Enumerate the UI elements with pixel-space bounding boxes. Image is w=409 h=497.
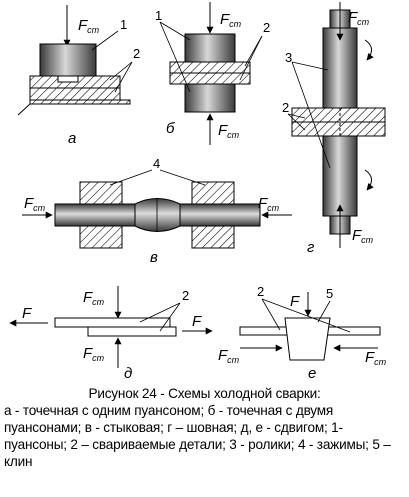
force-label: Fст: [218, 122, 240, 140]
punch: [39, 43, 97, 77]
panel-e: F Fст Fст 2 5 е: [218, 284, 387, 382]
callout-number: 3: [285, 50, 292, 65]
force-label: Fст: [348, 9, 370, 27]
welded-part: [291, 107, 386, 123]
panel-label: д: [124, 365, 132, 382]
force-label: Fст: [258, 195, 280, 213]
welded-part: [169, 72, 251, 85]
rod-left: [54, 203, 136, 227]
rod-right: [179, 203, 261, 227]
punch-top: [184, 33, 236, 63]
force-label: Fст: [83, 289, 105, 307]
caption-body: а - точечная с одним пуансоном; б - точе…: [4, 403, 391, 469]
welded-part: [29, 87, 121, 101]
welded-part: [169, 61, 251, 74]
rotation-arrow: [364, 169, 374, 191]
welded-part: [54, 317, 171, 328]
force-label: Fст: [83, 345, 105, 363]
welded-part: [291, 121, 386, 137]
callout-number: 2: [257, 284, 264, 299]
panel-label: б: [166, 120, 175, 137]
force-label: Fст: [218, 347, 240, 365]
clamp: [191, 181, 235, 205]
callout-number: 1: [120, 17, 127, 32]
force-label: Fст: [220, 11, 242, 29]
panel-label: а: [68, 130, 76, 147]
rotation-arrow: [364, 39, 374, 61]
callout-number: 2: [282, 100, 289, 115]
punch-bottom: [184, 83, 236, 113]
panel-label: е: [308, 365, 316, 382]
panel-label: в: [150, 249, 158, 266]
panel-g: Fст Fст 3 2 г: [282, 2, 386, 256]
callout-number: 1: [155, 8, 162, 23]
panel-d: Fст Fст F F 2 д: [9, 286, 213, 382]
force-label: Fст: [24, 195, 46, 213]
welded-part: [87, 326, 177, 337]
force-label: Fст: [78, 17, 100, 35]
roller-bottom: [322, 135, 358, 217]
cold-welding-diagram: Fст 1 2 а Fст Fст 1 2 б Fст: [9, 2, 387, 382]
base-plate: [29, 99, 131, 105]
callout-number: 2: [263, 20, 270, 35]
force-label: F: [22, 305, 32, 322]
wedge: [284, 317, 331, 361]
callout-number: 2: [133, 46, 140, 61]
panel-v: Fст Fст 4 в: [22, 156, 292, 266]
panel-a: Fст 1 2 а: [17, 5, 140, 147]
callout-number: 5: [326, 286, 333, 301]
force-label: F: [192, 313, 202, 330]
caption-title: Рисунок 24 - Схемы холодной сварки:: [88, 386, 321, 401]
panel-label: г: [307, 239, 315, 256]
clamp: [79, 181, 123, 205]
clamp: [79, 225, 123, 249]
panel-b: Fст Fст 1 2 б: [155, 2, 270, 145]
clamp: [191, 225, 235, 249]
butt-bulge: [134, 198, 181, 232]
callout-number: 2: [182, 288, 189, 303]
force-label: F: [290, 293, 300, 310]
force-label: Fст: [352, 227, 374, 245]
callout-number: 4: [153, 156, 160, 171]
force-label: Fст: [365, 349, 387, 367]
